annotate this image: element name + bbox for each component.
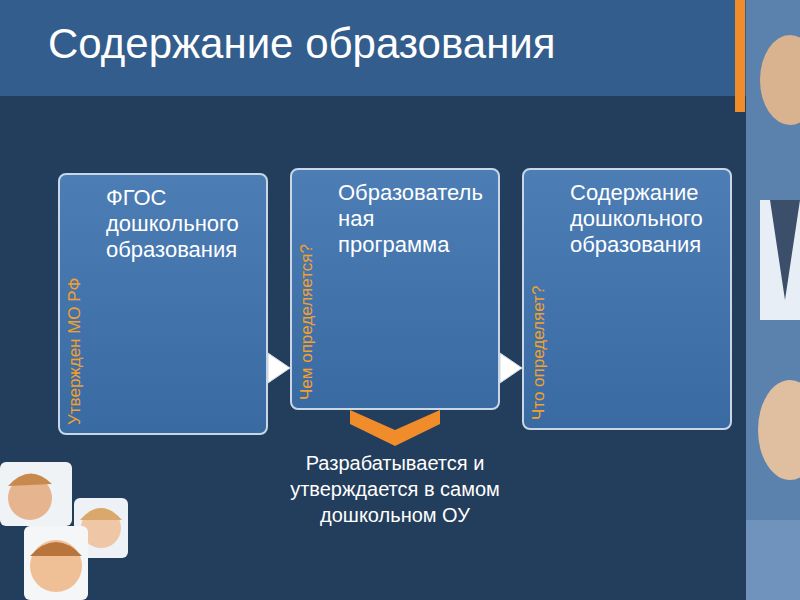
photo-ground bbox=[746, 520, 800, 600]
accent-bar bbox=[735, 0, 745, 112]
flow-arrow bbox=[500, 353, 522, 383]
box-text: Содержание дошкольного образования bbox=[524, 170, 730, 268]
box-text: Образовательная программа bbox=[292, 170, 498, 268]
shirt-photo bbox=[760, 200, 800, 320]
slide-title: Содержание образования bbox=[48, 16, 556, 72]
box-text: ФГОС дошкольного образования bbox=[60, 175, 266, 273]
down-chevron bbox=[350, 410, 440, 446]
face-photo bbox=[758, 380, 800, 480]
process-box: Утвержден МО РФ ФГОС дошкольного образова… bbox=[58, 173, 268, 435]
side-label: Утвержден МО РФ bbox=[64, 278, 86, 425]
title-band bbox=[0, 0, 800, 96]
process-box: Чем определяется?Образовательная програм… bbox=[290, 168, 500, 410]
side-label: Чем определяется? bbox=[296, 244, 318, 400]
face-photo bbox=[760, 35, 800, 125]
children-photos bbox=[0, 462, 128, 600]
process-box: Что определяет? Содержание дошкольного об… bbox=[522, 168, 732, 430]
side-label: Что определяет? bbox=[528, 286, 550, 420]
tie-photo bbox=[770, 200, 800, 300]
note-text: Разрабатывается и утверждается в самом д… bbox=[255, 450, 535, 528]
flow-arrow bbox=[268, 353, 290, 383]
